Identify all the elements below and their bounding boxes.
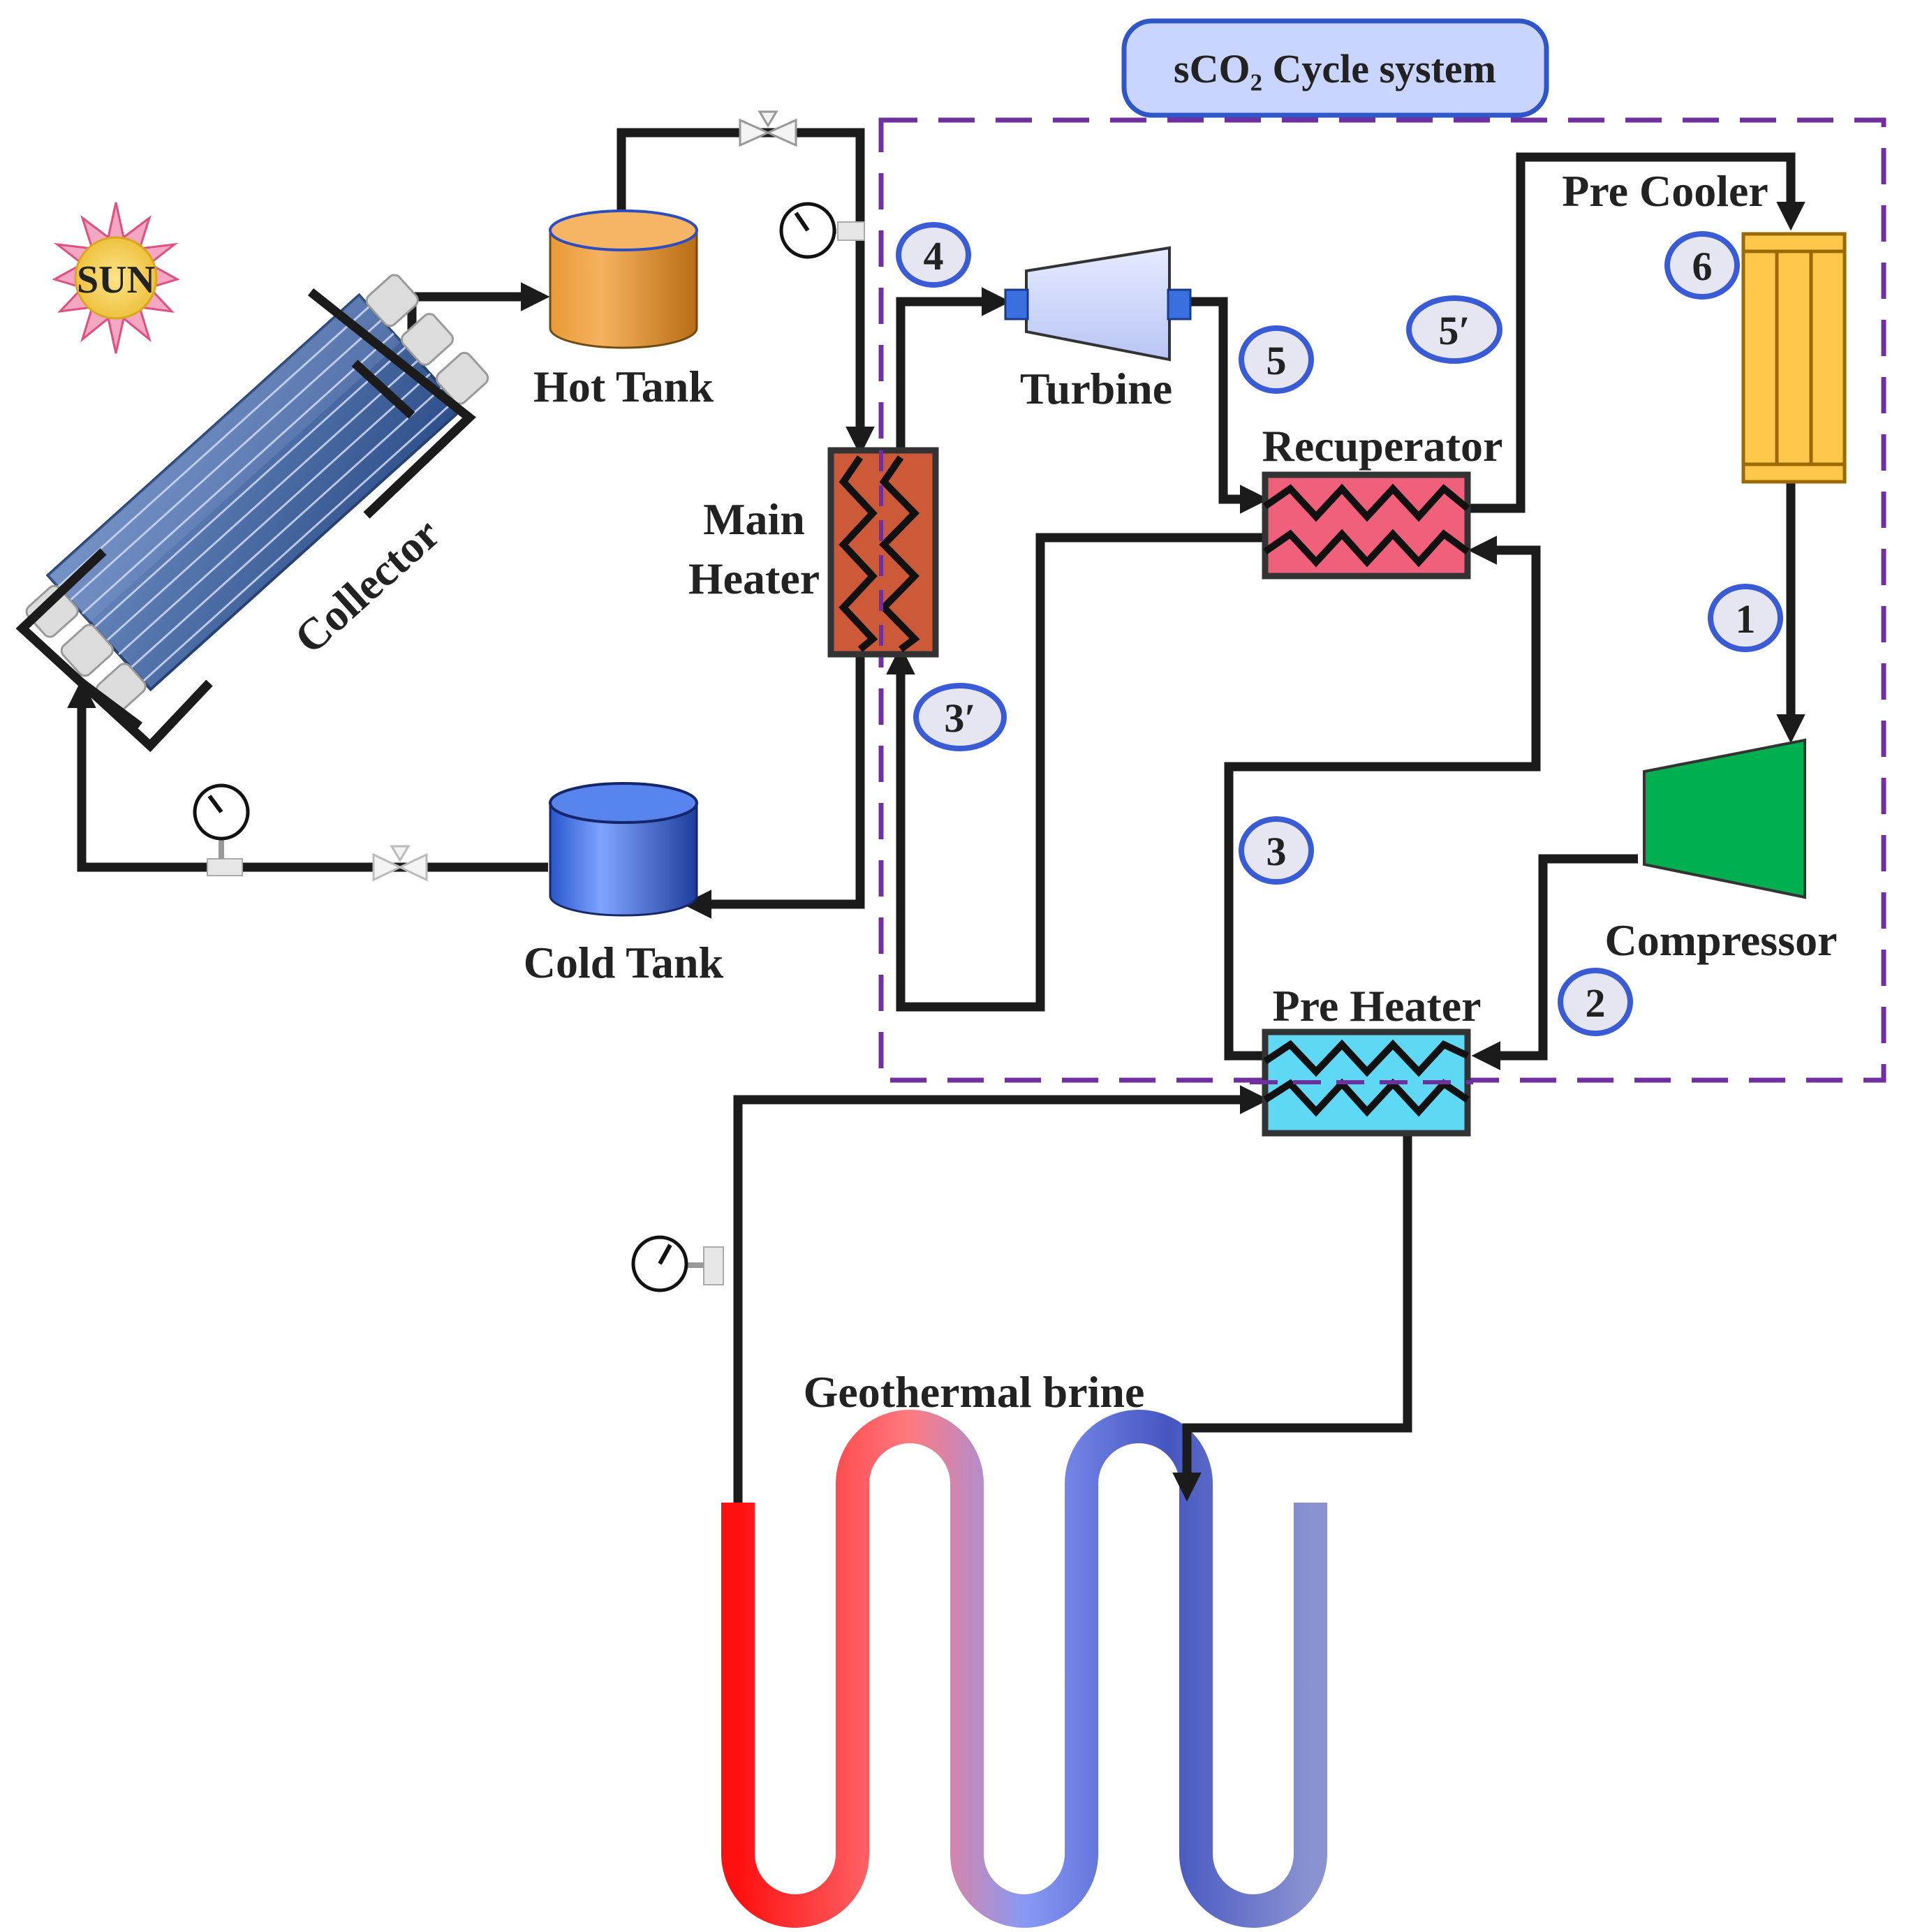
geothermal-coil [721, 1410, 1327, 1928]
compressor-label: Compressor [1605, 915, 1838, 965]
svg-text:5′: 5′ [1438, 308, 1470, 353]
state-marker-3p: 3′ [913, 683, 1007, 751]
state-marker-5: 5 [1239, 325, 1314, 394]
cold-tank-icon [549, 782, 698, 917]
turbine-label: Turbine [1020, 364, 1172, 413]
cold-tank-label: Cold Tank [524, 938, 724, 987]
recuperator-label: Recuperator [1262, 421, 1503, 471]
pre-cooler-icon [1741, 232, 1847, 484]
recuperator-icon [1262, 471, 1471, 580]
sun-icon [52, 202, 180, 354]
main-heater-label-1: Main [703, 494, 805, 544]
hot-tank-label: Hot Tank [533, 362, 714, 411]
title-box: sCO₂ Cycle system [1121, 18, 1549, 118]
state-marker-6: 6 [1664, 231, 1740, 300]
svg-text:6: 6 [1692, 244, 1713, 289]
svg-text:1: 1 [1736, 596, 1756, 642]
svg-text:5: 5 [1266, 338, 1287, 383]
state-marker-1: 1 [1708, 584, 1783, 652]
state-marker-3: 3 [1239, 816, 1314, 885]
gauge-icon [193, 783, 250, 876]
sun-label: SUN [77, 258, 155, 302]
state-marker-2: 2 [1558, 968, 1633, 1036]
solar-collector [25, 274, 489, 714]
geothermal-label: Geothermal brine [804, 1367, 1145, 1417]
pre-heater-label: Pre Heater [1272, 981, 1481, 1031]
state-marker-4: 4 [896, 222, 971, 288]
svg-text:3′: 3′ [944, 695, 975, 741]
compressor-icon [1643, 738, 1806, 899]
turbine-icon [1004, 246, 1192, 362]
collector-frame [15, 288, 476, 753]
gauge-icon [631, 1235, 724, 1292]
gauge-icon [779, 202, 865, 259]
pre-heater-icon [1250, 1028, 1473, 1137]
main-heater-icon [827, 447, 939, 658]
state-marker-5p: 5′ [1406, 295, 1502, 364]
hot-tank-icon [549, 209, 698, 349]
valve-icon [372, 845, 428, 882]
valve-icon [739, 110, 797, 147]
main-heater-label-2: Heater [688, 554, 820, 603]
svg-text:2: 2 [1586, 980, 1606, 1026]
page-title: sCO₂ Cycle system [1174, 46, 1496, 91]
pre-cooler-label: Pre Cooler [1562, 166, 1768, 216]
svg-text:3: 3 [1266, 829, 1287, 874]
svg-text:4: 4 [924, 233, 944, 279]
